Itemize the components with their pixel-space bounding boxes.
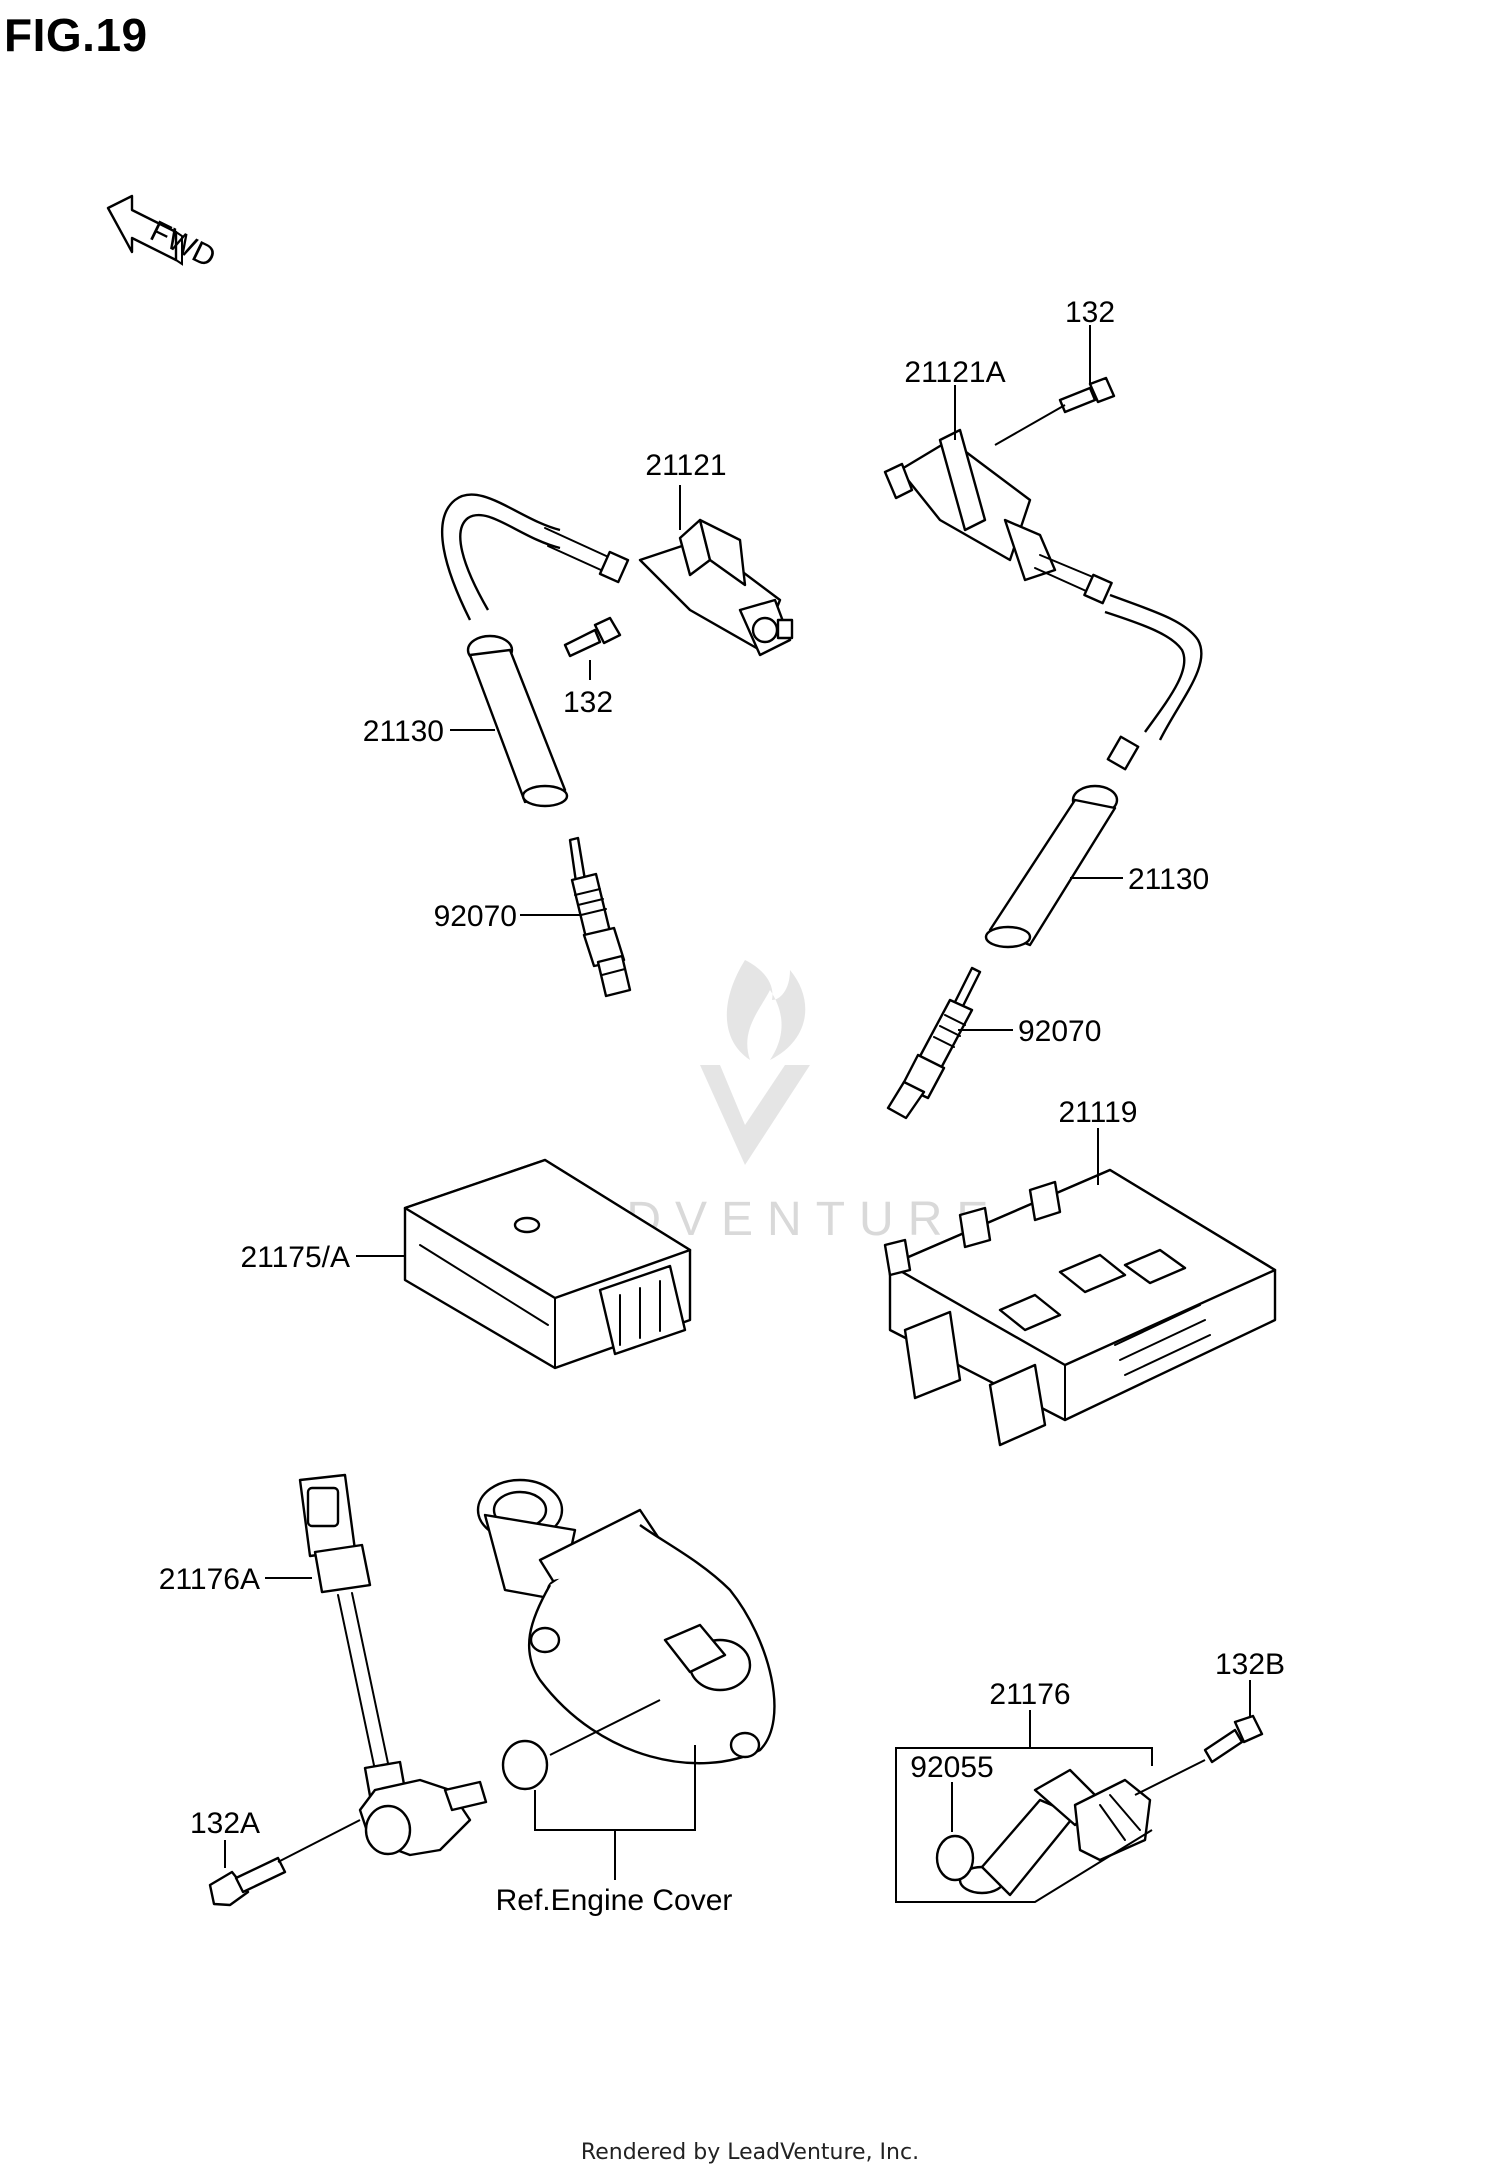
figure-title: FIG.19: [4, 9, 148, 61]
leader-lines: [224, 325, 1251, 1903]
callout-92070-left: 92070: [434, 900, 517, 933]
o-ring-cover: [501, 1739, 549, 1791]
callout-21121: 21121: [645, 449, 726, 482]
engine-cover: [476, 1478, 776, 1765]
callout-132a: 132A: [190, 1807, 260, 1840]
bolt-132-left: [563, 616, 622, 658]
o-ring-92055: [935, 1834, 975, 1882]
bolt-132a: [208, 1856, 287, 1907]
footer-credit: Rendered by LeadVenture, Inc.: [580, 2140, 920, 2165]
callout-ref-engine-cover: Ref.Engine Cover: [496, 1884, 733, 1917]
callout-92055: 92055: [910, 1751, 993, 1784]
callout-21176: 21176: [989, 1678, 1070, 1711]
spark-plug-right: [886, 966, 982, 1120]
callout-132-top-right: 132: [1065, 296, 1115, 329]
callout-labels: 132 21121A 21121 132 21130 21130 92070 9…: [159, 296, 1285, 1917]
callout-21121a: 21121A: [904, 356, 1005, 389]
callout-92070-right: 92070: [1018, 1015, 1101, 1048]
callout-21175a: 21175/A: [240, 1241, 350, 1274]
ignition-coil-left: [441, 493, 794, 657]
plug-cap-right: [984, 784, 1119, 949]
plug-cap-left: [466, 634, 569, 808]
bolt-132-top-right: [1058, 376, 1116, 414]
callout-21176a: 21176A: [159, 1563, 260, 1596]
callout-21130-right: 21130: [1128, 863, 1209, 896]
sensor-right: [958, 1768, 1152, 1897]
callout-132b: 132B: [1215, 1648, 1285, 1681]
fwd-arrow-icon: FWD: [106, 194, 221, 274]
control-module: [403, 1158, 692, 1370]
callout-21130-left: 21130: [363, 715, 444, 748]
callout-21119: 21119: [1059, 1096, 1138, 1129]
ignition-coil-right: [883, 428, 1203, 771]
ecu-unit: [883, 1168, 1277, 1447]
spark-plug-left: [568, 836, 632, 998]
callout-132-left: 132: [563, 686, 613, 719]
sensor-left: [298, 1473, 488, 1857]
bolt-132b: [1203, 1714, 1264, 1764]
